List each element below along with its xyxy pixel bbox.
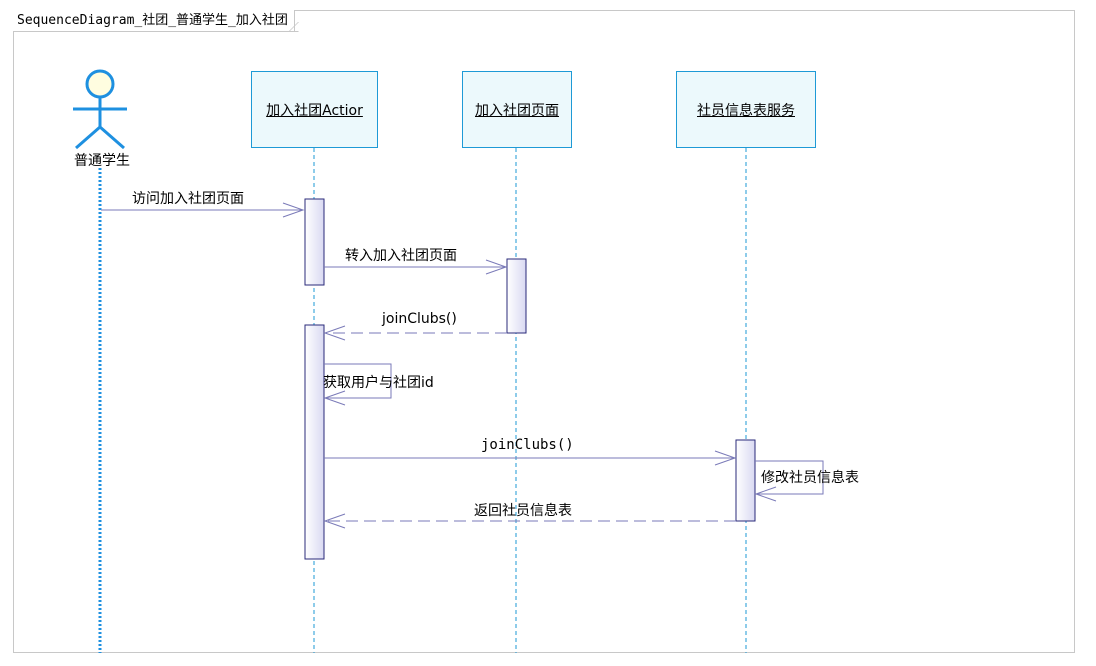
lifeline-3-label: 社员信息表服务 [697,102,795,119]
lifeline-2-box: 加入社团页面 [462,71,572,148]
activation-bar-3 [304,324,325,560]
message-7-label: 返回社员信息表 [474,503,572,519]
message-4-label: 获取用户与社团id [323,375,434,391]
activation-bar-4 [735,439,756,522]
lifeline-1-box: 加入社团Actior [251,71,378,148]
message-2-label: 转入加入社团页面 [345,248,457,264]
actor-icon [73,69,127,150]
activation-bar-1 [304,198,325,286]
lifeline-1-label: 加入社团Actior [266,102,363,119]
activation-bar-2 [506,258,527,334]
message-6-label: 修改社员信息表 [761,470,859,486]
lifeline-2-label: 加入社团页面 [475,102,559,119]
message-3-label: joinClubs() [382,311,457,327]
message-3-arrow [323,325,507,341]
message-2-arrow [324,259,508,275]
lifeline-3-box: 社员信息表服务 [676,71,816,148]
diagram-title: SequenceDiagram_社团_普通学生_加入社团 [13,10,295,32]
message-7-arrow [323,513,736,529]
message-1-arrow [101,202,305,218]
message-5-arrow [324,450,737,466]
actor-label: 普通学生 [74,153,130,169]
message-6-arrow [754,460,824,502]
message-1-label: 访问加入社团页面 [132,191,244,207]
diagram-frame [13,10,1075,653]
message-5-label: joinClubs() [481,437,574,453]
message-4-arrow [323,363,392,406]
